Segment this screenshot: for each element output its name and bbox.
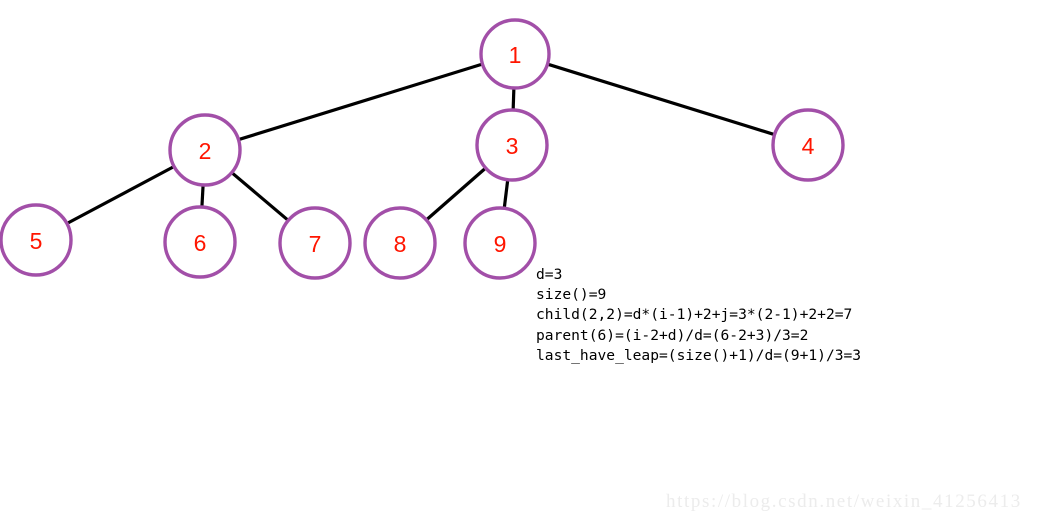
node-label-1: 1 xyxy=(509,42,522,68)
node-circle-6[interactable] xyxy=(163,205,237,279)
tree-edge-1-2 xyxy=(237,62,484,142)
node-circle-8[interactable] xyxy=(363,206,437,280)
node-circle-7[interactable] xyxy=(278,206,352,280)
node-circle-3[interactable] xyxy=(475,108,549,182)
tree-node-9[interactable]: 9 xyxy=(463,206,537,280)
tree-node-2[interactable]: 2 xyxy=(168,113,242,187)
formula-line-1: d=3 xyxy=(536,266,563,283)
node-circle-4[interactable] xyxy=(771,108,845,182)
nodes-group: 1 2 3 4 5 6 7 8 9 xyxy=(0,18,845,280)
node-circle-5[interactable] xyxy=(0,203,73,277)
tree-node-4[interactable]: 4 xyxy=(771,108,845,182)
tree-edge-3-9 xyxy=(502,178,510,210)
tree-edge-1-3 xyxy=(511,86,516,112)
node-circle-2[interactable] xyxy=(168,113,242,187)
node-circle-9[interactable] xyxy=(463,206,537,280)
formula-line-4: parent(6)=(i-2+d)/d=(6-2+3)/3=2 xyxy=(536,326,809,344)
tree-node-8[interactable]: 8 xyxy=(363,206,437,280)
node-label-8: 8 xyxy=(394,231,407,257)
tree-node-6[interactable]: 6 xyxy=(163,205,237,279)
node-label-3: 3 xyxy=(506,133,519,159)
node-label-5: 5 xyxy=(30,228,43,254)
tree-edge-3-8 xyxy=(424,166,488,222)
edges-group xyxy=(65,62,777,226)
tree-node-7[interactable]: 7 xyxy=(278,206,352,280)
tree-edge-2-6 xyxy=(200,183,205,209)
node-circle-1[interactable] xyxy=(479,18,551,90)
formula-line-2: size()=9 xyxy=(536,286,607,304)
tree-edge-1-4 xyxy=(546,62,777,137)
node-label-4: 4 xyxy=(802,133,815,159)
node-label-7: 7 xyxy=(309,231,322,257)
formula-text-block: d=3 size()=9 child(2,2)=d*(i-1)+2+j=3*(2-1… xyxy=(536,265,861,366)
formula-line-3: child(2,2)=d*(i-1)+2+j=3*(2-1)+2+2=7 xyxy=(536,306,853,324)
tree-node-3[interactable]: 3 xyxy=(475,108,549,182)
formula-line-5: last_have_leap=(size()+1)/d=(9+1)/3=3 xyxy=(536,346,862,364)
node-label-2: 2 xyxy=(199,138,212,164)
watermark-text: https://blog.csdn.net/weixin_41256413 xyxy=(666,491,1022,512)
tree-node-1[interactable]: 1 xyxy=(479,18,551,90)
node-label-9: 9 xyxy=(494,231,507,257)
tree-node-5[interactable]: 5 xyxy=(0,203,73,277)
node-label-6: 6 xyxy=(194,230,207,256)
tree-edge-2-7 xyxy=(229,170,291,223)
tree-edge-2-5 xyxy=(65,164,176,226)
